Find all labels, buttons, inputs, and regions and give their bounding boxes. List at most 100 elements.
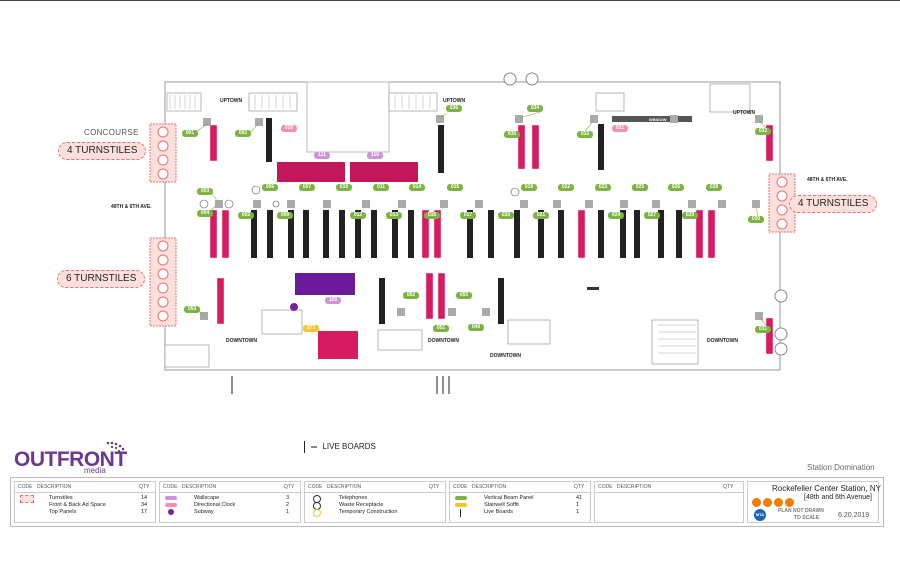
ad-code-tag[interactable]: 034	[527, 105, 543, 112]
legend-header-code: CODE	[18, 484, 33, 490]
mta-logo-icon: MTA	[754, 509, 766, 521]
ad-code-tag[interactable]: 014	[409, 184, 425, 191]
legend-qty: 41	[576, 495, 583, 501]
legend-header-qty: QTY	[139, 484, 150, 490]
ad-code-tag[interactable]: 002	[235, 130, 251, 137]
legend-qty: 17	[141, 509, 148, 515]
legend-column: CODE DESCRIPTION QTY	[594, 481, 744, 523]
legend-qty: 1	[286, 509, 290, 515]
ad-code-tag[interactable]: 015	[447, 184, 463, 191]
soffit-code-tag[interactable]: 073	[303, 325, 319, 332]
ad-code-tag[interactable]: 013	[386, 212, 402, 219]
live-board-icon	[304, 441, 305, 453]
legend-header-description: DESCRIPTION	[327, 484, 362, 490]
ad-code-tag[interactable]: 036	[446, 105, 462, 112]
ad-code-tag[interactable]: 025	[632, 184, 648, 191]
station-info: Rockefeller Center Station, NY [48th and…	[747, 481, 881, 523]
ad-code-tag[interactable]: 029	[682, 212, 698, 219]
ad-code-tag[interactable]: 005	[238, 212, 254, 219]
concourse-label: CONCOURSE	[84, 128, 139, 137]
ad-code-tag[interactable]: 035	[504, 131, 520, 138]
live-boards-label: LIVE BOARDS	[322, 442, 376, 452]
ad-code-tag[interactable]: 028	[706, 184, 722, 191]
legend-qty: 1	[576, 502, 580, 508]
plan-note: TO SCALE	[794, 515, 820, 521]
top-rule	[0, 0, 900, 1]
ad-code-tag[interactable]: 050	[456, 292, 472, 299]
legend-header-code: CODE	[598, 484, 613, 490]
ad-code-tag[interactable]: 011	[373, 184, 389, 191]
ad-code-tag[interactable]: 003	[197, 188, 213, 195]
legend-column: CODE DESCRIPTION QTY Turnstiles 14 Front…	[14, 481, 156, 523]
outfront-logo-text: OUTFRONT	[14, 448, 127, 471]
ad-code-tag[interactable]: 010	[336, 184, 352, 191]
ad-code-tag[interactable]: 026	[668, 184, 684, 191]
legend-item: Directional Clock	[194, 502, 236, 508]
ad-code-tag[interactable]: 006	[262, 184, 278, 191]
ad-code-tag[interactable]: 051	[433, 325, 449, 332]
legend-header-description: DESCRIPTION	[37, 484, 72, 490]
turnstiles-callout-right: 4 TURNSTILES	[789, 195, 878, 213]
direction-downtown: DOWNTOWN	[428, 338, 460, 344]
live-board-dash-icon	[311, 446, 318, 448]
ad-code-tag[interactable]: 053	[184, 306, 200, 313]
legend-item: Top Panels	[49, 509, 77, 515]
direction-downtown: DOWNTOWN	[707, 338, 739, 344]
direction-uptown: UPTOWN	[443, 98, 466, 104]
ad-code-tag[interactable]: 024	[608, 212, 624, 219]
ad-code-tag[interactable]: 022	[558, 184, 574, 191]
legend-item: Waste Receptacle	[339, 502, 384, 508]
ad-code-tag[interactable]: 016	[424, 212, 440, 219]
ad-code-tag[interactable]: 012	[350, 212, 366, 219]
legend-column: CODE DESCRIPTION QTY Vertical Beam Panel…	[449, 481, 591, 523]
ad-code-tag[interactable]: 023	[595, 184, 611, 191]
soffit-swatch-icon	[455, 503, 467, 507]
legend-item: Stairwell Soffit	[484, 502, 519, 508]
station-address: [48th and 6th Avenue]	[804, 494, 872, 501]
ad-code-tag[interactable]: 049	[468, 324, 484, 331]
station-name: Rockefeller Center Station, NY	[772, 484, 881, 493]
turnstile-swatch-icon	[20, 495, 34, 503]
turnstiles-callout-concourse: 4 TURNSTILES	[58, 142, 147, 160]
wallscape-code-tag[interactable]: 109	[325, 297, 341, 304]
construction-icon	[313, 509, 321, 517]
wallscape-code-tag[interactable]: 110	[367, 152, 383, 159]
ad-code-tag[interactable]: 031	[755, 326, 771, 333]
clock-code-tag[interactable]: 020	[281, 125, 297, 132]
legend-item: Vertical Beam Panel	[484, 495, 534, 501]
outfront-logo-sub: media	[84, 466, 106, 475]
ad-code-tag[interactable]: 033	[577, 131, 593, 138]
live-board-icon	[460, 509, 461, 517]
station-domination-label: Station Domination	[807, 463, 875, 472]
ad-code-tag[interactable]: 052	[403, 292, 419, 299]
turnstiles-callout-left: 6 TURNSTILES	[57, 270, 146, 288]
ad-code-tag[interactable]: 020	[498, 212, 514, 219]
ad-code-tag[interactable]: 027	[644, 212, 660, 219]
ad-code-tag[interactable]: 009	[277, 212, 293, 219]
direction-downtown: DOWNTOWN	[226, 338, 258, 344]
legend-item: Turnstiles	[49, 495, 73, 501]
wallscape-code-tag[interactable]: 111	[314, 152, 330, 159]
legend-item: Front & Back Ad Space	[49, 502, 106, 508]
direction-uptown: UPTOWN	[733, 110, 756, 116]
legend-column: CODE DESCRIPTION QTY Telephones Waste Re…	[304, 481, 446, 523]
ad-code-tag[interactable]: 030	[748, 216, 764, 223]
clock-code-tag[interactable]: 021	[612, 125, 628, 132]
wallscape-swatch-icon	[165, 496, 177, 500]
legend-header-qty: QTY	[723, 484, 734, 490]
legend-qty: 34	[141, 502, 148, 508]
street-label-left: 49TH & 6TH AVE.	[111, 204, 152, 210]
legend-header-qty: QTY	[284, 484, 295, 490]
ad-code-tag[interactable]: 017	[460, 212, 476, 219]
legend-header-code: CODE	[163, 484, 178, 490]
ad-code-tag[interactable]: 001	[182, 130, 198, 137]
ad-code-tag[interactable]: 021	[533, 212, 549, 219]
direction-downtown: DOWNTOWN	[490, 353, 522, 359]
legend-item: Live Boards	[484, 509, 514, 515]
ad-code-tag[interactable]: 032	[755, 128, 771, 135]
legend-qty: 2	[286, 502, 290, 508]
legend-table: CODE DESCRIPTION QTY Turnstiles 14 Front…	[10, 477, 884, 527]
ad-code-tag[interactable]: 019	[521, 184, 537, 191]
ad-code-tag[interactable]: 007	[299, 184, 315, 191]
ad-code-tag[interactable]: 004	[197, 210, 213, 217]
